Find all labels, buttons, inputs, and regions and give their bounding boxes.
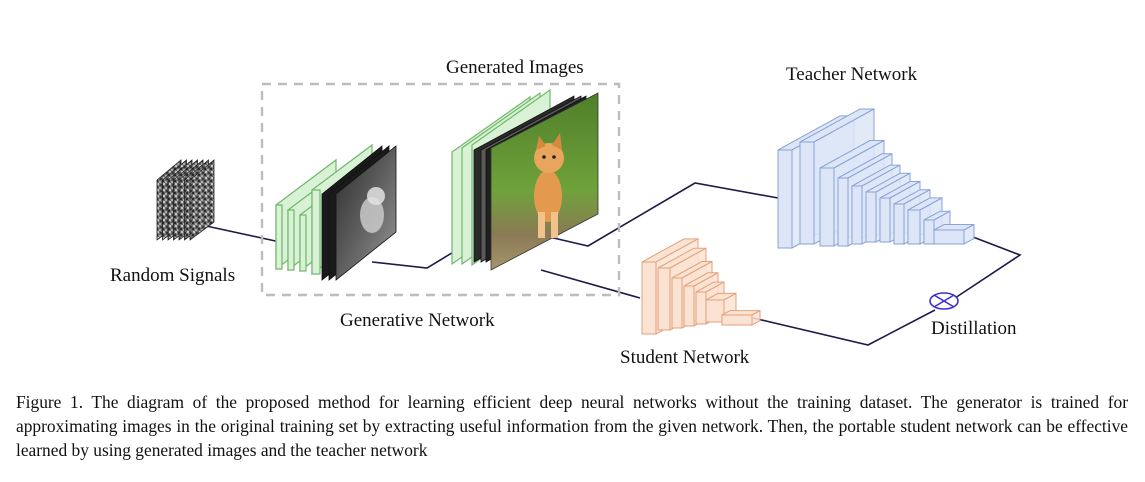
kitten-ear-right [552, 133, 562, 150]
line-images-to-teacher [544, 182, 779, 247]
teacher-network-label: Teacher Network [786, 64, 918, 85]
generated-images-label: Generated Images [446, 57, 584, 78]
student-layer [721, 309, 761, 326]
noise-sheet [189, 159, 215, 241]
generator-layer-edge [299, 214, 307, 272]
kitten-ear-left [536, 136, 546, 150]
slab-front [865, 191, 877, 243]
kitten-leg [538, 212, 545, 238]
kitten-body [534, 170, 562, 222]
generator-layer-edge [311, 189, 321, 275]
slab-front [851, 185, 863, 245]
distillation-label: Distillation [931, 318, 1017, 339]
random-signals-label: Random Signals [110, 265, 236, 286]
slab-front [837, 177, 849, 247]
grayscale-kitten-icon [321, 145, 397, 281]
kitten-head [534, 143, 564, 173]
line-images-to-student [540, 269, 641, 299]
line-signals-to-generator [196, 223, 281, 243]
slab-front [705, 299, 725, 323]
generator-layer-edge [275, 204, 283, 270]
slab-front [671, 277, 683, 329]
slab-front [933, 229, 965, 245]
slab-front [777, 149, 793, 249]
distillation-otimes-icon [929, 292, 959, 310]
student-network-blocks [641, 238, 761, 335]
diagram-canvas [156, 82, 1022, 346]
gray-kitten-body [360, 197, 384, 233]
gray-kitten-head [367, 187, 385, 205]
slab-front [923, 219, 935, 245]
teacher-layer [933, 223, 975, 245]
slab-front [879, 197, 891, 243]
color-kitten-icon [473, 92, 599, 271]
slab-front [893, 203, 905, 245]
generative-network-label: Generative Network [340, 310, 495, 331]
teacher-network-blocks [777, 108, 975, 249]
generator-layer-edge [287, 209, 295, 271]
slab-front [641, 261, 657, 335]
kitten-eye [552, 155, 556, 159]
kitten-eye [542, 155, 546, 159]
slab-front [657, 267, 671, 331]
slab-front [799, 141, 815, 245]
connection-lines [196, 182, 1022, 346]
line-student-to-distillation [752, 309, 936, 346]
slab-front [721, 314, 753, 326]
slab-front [819, 167, 835, 247]
figure-caption: Figure 1. The diagram of the proposed me… [16, 392, 1128, 460]
method-diagram: Random Signals Generative Network Genera… [110, 57, 1022, 368]
slab-front [695, 291, 707, 325]
student-network-label: Student Network [620, 347, 750, 368]
line-teacher-to-distillation [951, 236, 1022, 301]
noise-stack-icon [156, 159, 215, 241]
slab-front [683, 285, 695, 327]
kitten-leg [551, 212, 558, 238]
generated-images-box [260, 82, 621, 297]
slab-front [907, 209, 921, 245]
